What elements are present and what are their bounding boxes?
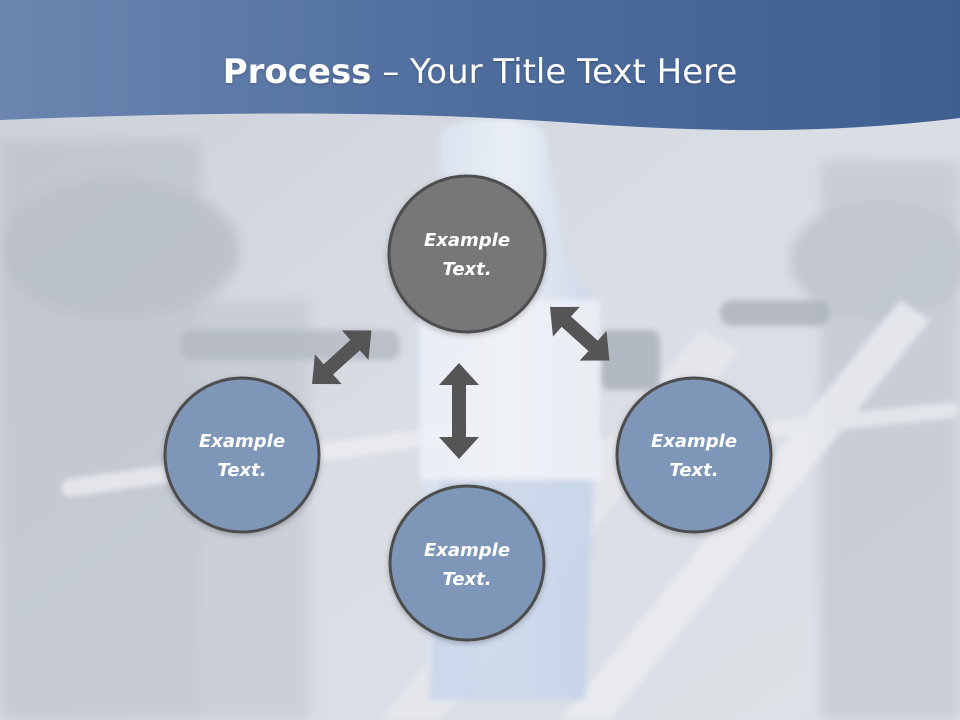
double-arrow-top-left — [312, 330, 372, 385]
node-left: Example Text. — [163, 376, 321, 534]
double-arrow-top-right — [550, 306, 610, 361]
node-bottom: Example Text. — [388, 484, 546, 642]
node-top-line1: Example — [424, 230, 510, 251]
node-left-line1: Example — [199, 431, 285, 452]
node-right-line1: Example — [651, 431, 737, 452]
node-bottom-line1: Example — [424, 540, 510, 561]
node-right: Example Text. — [615, 376, 773, 534]
double-arrow-vertical — [439, 363, 479, 459]
node-top-line2: Text. — [442, 259, 491, 280]
title-bold: Process — [222, 52, 372, 92]
node-left-line2: Text. — [217, 460, 266, 481]
title-rest: – Your Title Text Here — [371, 52, 738, 92]
node-right-line2: Text. — [669, 460, 718, 481]
node-bottom-line2: Text. — [442, 569, 491, 590]
header-band — [0, 0, 960, 131]
slide-title: Process – Your Title Text Here — [0, 52, 960, 92]
arrows — [312, 306, 610, 459]
node-top: Example Text. — [387, 174, 547, 334]
